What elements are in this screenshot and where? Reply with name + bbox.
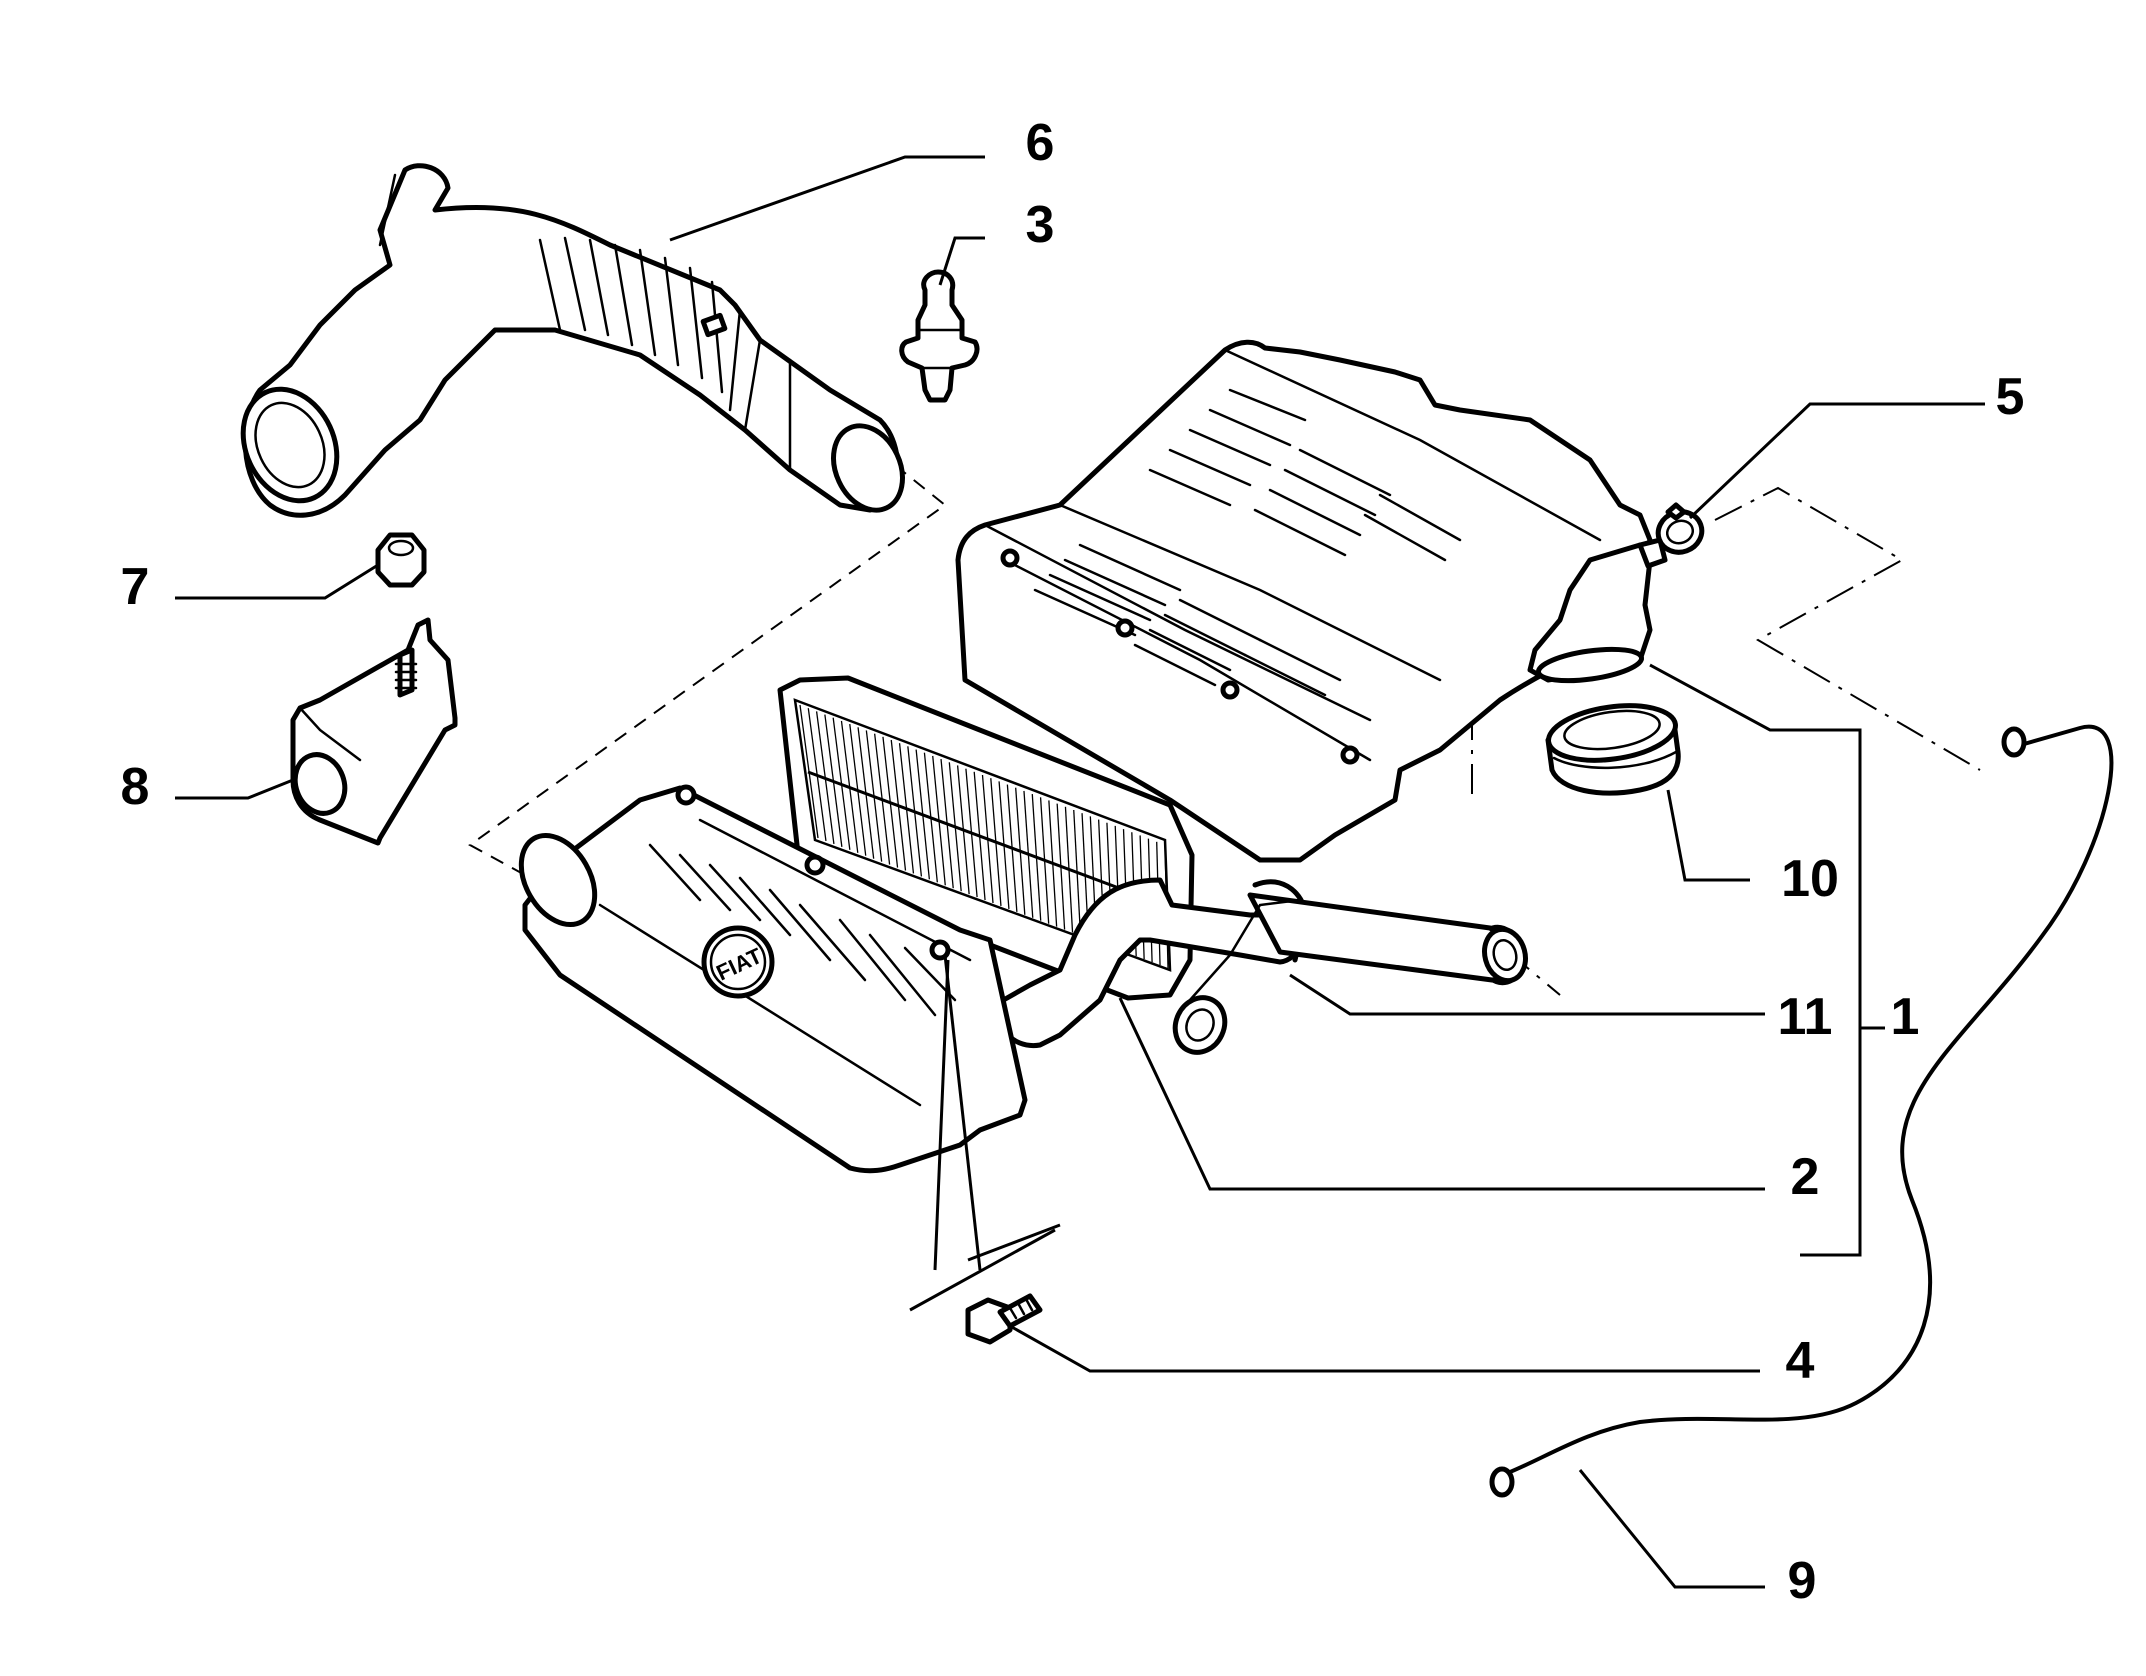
leader-lines — [175, 155, 1985, 1589]
fiat-logo: FIAT — [701, 925, 775, 999]
callout-5: 5 — [1996, 368, 2025, 426]
callout-1: 1 — [1891, 988, 1920, 1046]
callout-9: 9 — [1788, 1552, 1817, 1610]
housing-lower: FIAT — [518, 784, 1028, 1174]
callout-10: 10 — [1781, 850, 1839, 908]
callout-4: 4 — [1786, 1332, 1815, 1390]
callout-2: 2 — [1791, 1148, 1820, 1206]
rubber-seal-ring — [1545, 703, 1681, 796]
callout-7: 7 — [121, 558, 150, 616]
callouts: 6 3 5 7 8 10 11 1 2 4 9 — [121, 114, 2025, 1610]
callout-6: 6 — [1026, 114, 1055, 172]
intake-duct — [240, 163, 905, 518]
bolt — [909, 1228, 1056, 1345]
rubber-grommet — [899, 269, 980, 403]
callout-3: 3 — [1026, 196, 1055, 254]
long-hose — [1489, 710, 2128, 1498]
hex-nut — [375, 532, 427, 588]
hose-clamp — [1655, 502, 1705, 555]
housing-upper — [955, 339, 1668, 863]
bracket-with-stud — [290, 617, 458, 846]
pleat-divider — [807, 770, 1168, 908]
callout-8: 8 — [121, 758, 150, 816]
callout-11: 11 — [1778, 988, 1833, 1046]
